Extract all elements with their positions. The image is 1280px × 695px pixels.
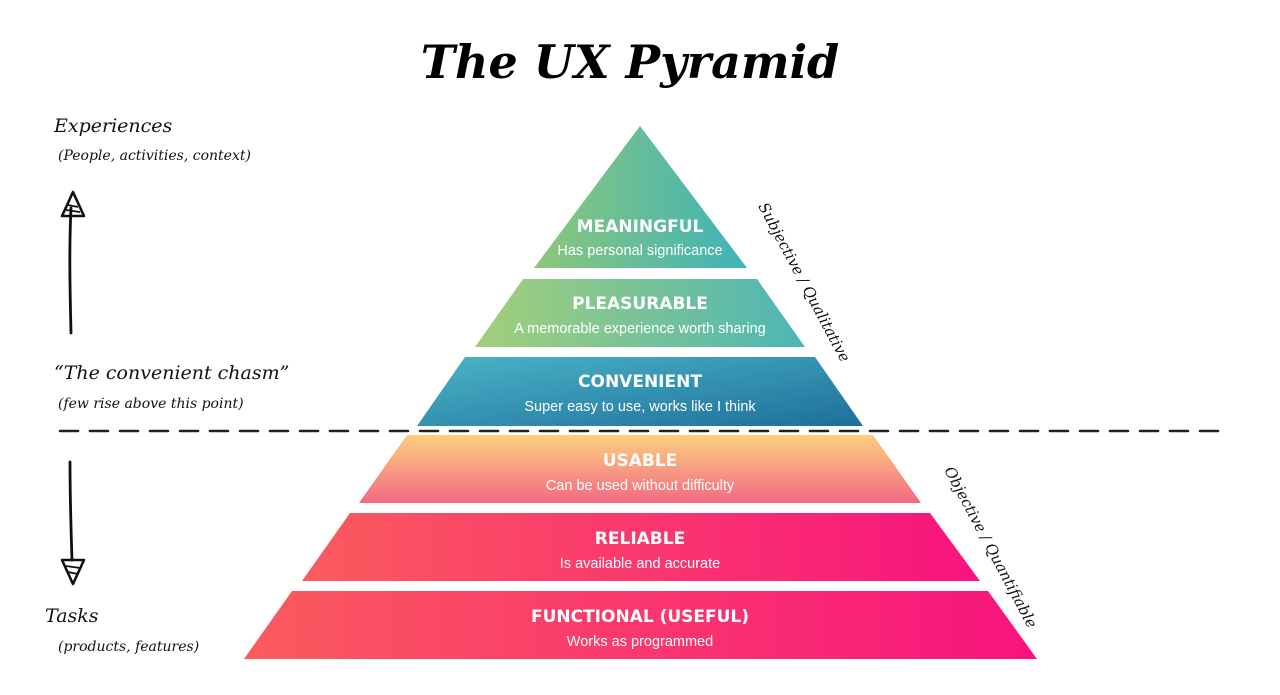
layer-functional-title: FUNCTIONAL (USEFUL) xyxy=(531,607,749,627)
tasks-sublabel: (products, features) xyxy=(58,639,199,655)
layer-usable-desc: Can be used without difficulty xyxy=(546,478,735,494)
layer-usable-title: USABLE xyxy=(603,451,678,471)
layer-reliable-desc: Is available and accurate xyxy=(560,556,720,572)
experiences-label: Experiences xyxy=(53,115,173,137)
layer-meaningful-shape xyxy=(534,126,747,268)
arrow-up-icon xyxy=(60,190,86,335)
layer-pleasurable: PLEASURABLE A memorable experience worth… xyxy=(475,279,805,347)
experiences-sublabel: (People, activities, context) xyxy=(58,148,251,164)
layer-convenient-desc: Super easy to use, works like I think xyxy=(524,399,756,415)
layer-convenient-title: CONVENIENT xyxy=(578,372,702,392)
layer-pleasurable-desc: A memorable experience worth sharing xyxy=(514,321,765,337)
layer-reliable-shape xyxy=(302,513,980,581)
layer-functional-shape xyxy=(244,591,1037,659)
layer-meaningful-desc: Has personal significance xyxy=(557,243,722,259)
chasm-label: “The convenient chasm” xyxy=(54,362,289,384)
layer-usable: USABLE Can be used without difficulty xyxy=(359,435,921,503)
chasm-sublabel: (few rise above this point) xyxy=(58,396,244,412)
page-title: The UX Pyramid xyxy=(421,35,839,89)
layer-pleasurable-shape xyxy=(475,279,805,347)
layer-meaningful-title: MEANINGFUL xyxy=(577,217,704,237)
layer-reliable: RELIABLE Is available and accurate xyxy=(302,513,980,581)
layer-usable-shape xyxy=(359,435,921,503)
layer-meaningful: MEANINGFUL Has personal significance xyxy=(534,126,747,268)
layer-functional: FUNCTIONAL (USEFUL) Works as programmed xyxy=(244,591,1037,659)
layer-reliable-title: RELIABLE xyxy=(595,529,685,549)
layer-pleasurable-title: PLEASURABLE xyxy=(572,294,708,314)
layer-functional-desc: Works as programmed xyxy=(567,634,713,650)
tasks-label: Tasks xyxy=(45,605,99,627)
arrow-down-icon xyxy=(60,460,86,586)
layer-convenient-shape xyxy=(417,357,863,426)
layer-convenient: CONVENIENT Super easy to use, works like… xyxy=(417,357,863,426)
